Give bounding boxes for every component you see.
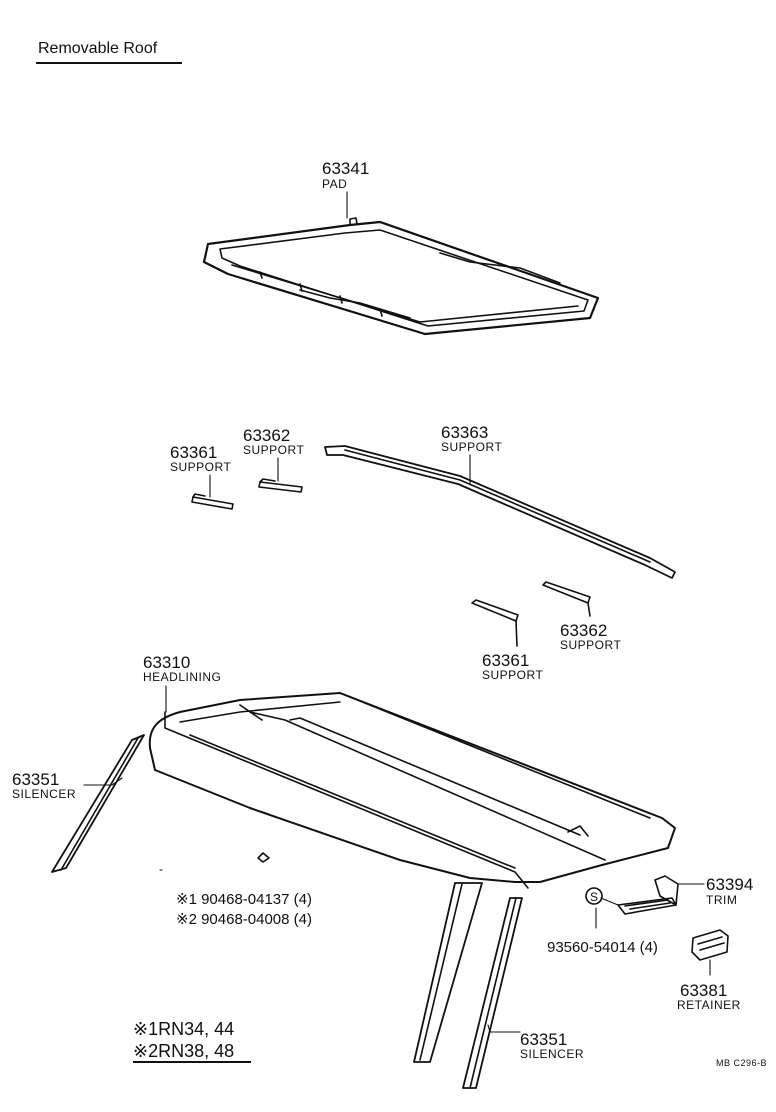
pad-name: PAD [322,177,348,191]
support-63362-left-part [258,478,303,493]
support-63361-left-name: SUPPORT [170,460,232,474]
reference-code: MB C296-B [716,1058,768,1068]
pad-number: 63341 [322,159,370,178]
legend-row-1: ※1RN34, 44 [133,1019,235,1039]
diagram-title: Removable Roof [38,40,158,57]
legend-row-2: ※2RN38, 48 [133,1041,235,1061]
support-63362-left-name: SUPPORT [243,443,305,457]
support-63363-part [324,445,676,579]
title-underline [36,62,182,64]
clip-1-code: ※1 90468-04137 (4) [176,891,312,908]
retainer-part [691,929,729,961]
silencer-left-part [51,734,145,873]
support-63361-left-part [191,493,234,510]
support-63361-right-part [471,599,519,647]
support-63361-left-number: 63361 [170,443,218,462]
legend-underline [133,1061,251,1063]
leader-lines [83,191,711,1033]
silencer-bottom-part [413,882,523,1089]
support-63361-right-name: SUPPORT [482,668,544,682]
screw-symbol-circle [585,887,603,905]
support-63362-right-number: 63362 [560,621,608,640]
headlining-name: HEADLINING [143,670,222,684]
screw-symbol-letter: S [590,890,598,904]
silencer-bottom-number: 63351 [520,1030,568,1049]
screw-code: 93560-54014 (4) [547,939,658,956]
retainer-number: 63381 [680,981,728,1000]
trim-part [617,875,679,915]
headlining-part [148,692,676,889]
trim-name: TRIM [706,893,738,907]
support-63361-right-number: 63361 [482,651,530,670]
support-63363-name: SUPPORT [441,440,503,454]
silencer-left-number: 63351 [12,770,60,789]
silencer-bottom-name: SILENCER [520,1047,585,1061]
support-63362-right-name: SUPPORT [560,638,622,652]
silencer-left-name: SILENCER [12,787,77,801]
support-63362-left-number: 63362 [243,426,291,445]
pad-part [202,217,600,336]
clip-2-code: ※2 90468-04008 (4) [176,911,312,928]
support-63362-right-part [542,581,591,617]
trim-number: 63394 [706,875,754,894]
clip-part [257,852,270,863]
headlining-number: 63310 [143,653,191,672]
retainer-name: RETAINER [677,998,741,1012]
support-63363-number: 63363 [441,423,489,442]
